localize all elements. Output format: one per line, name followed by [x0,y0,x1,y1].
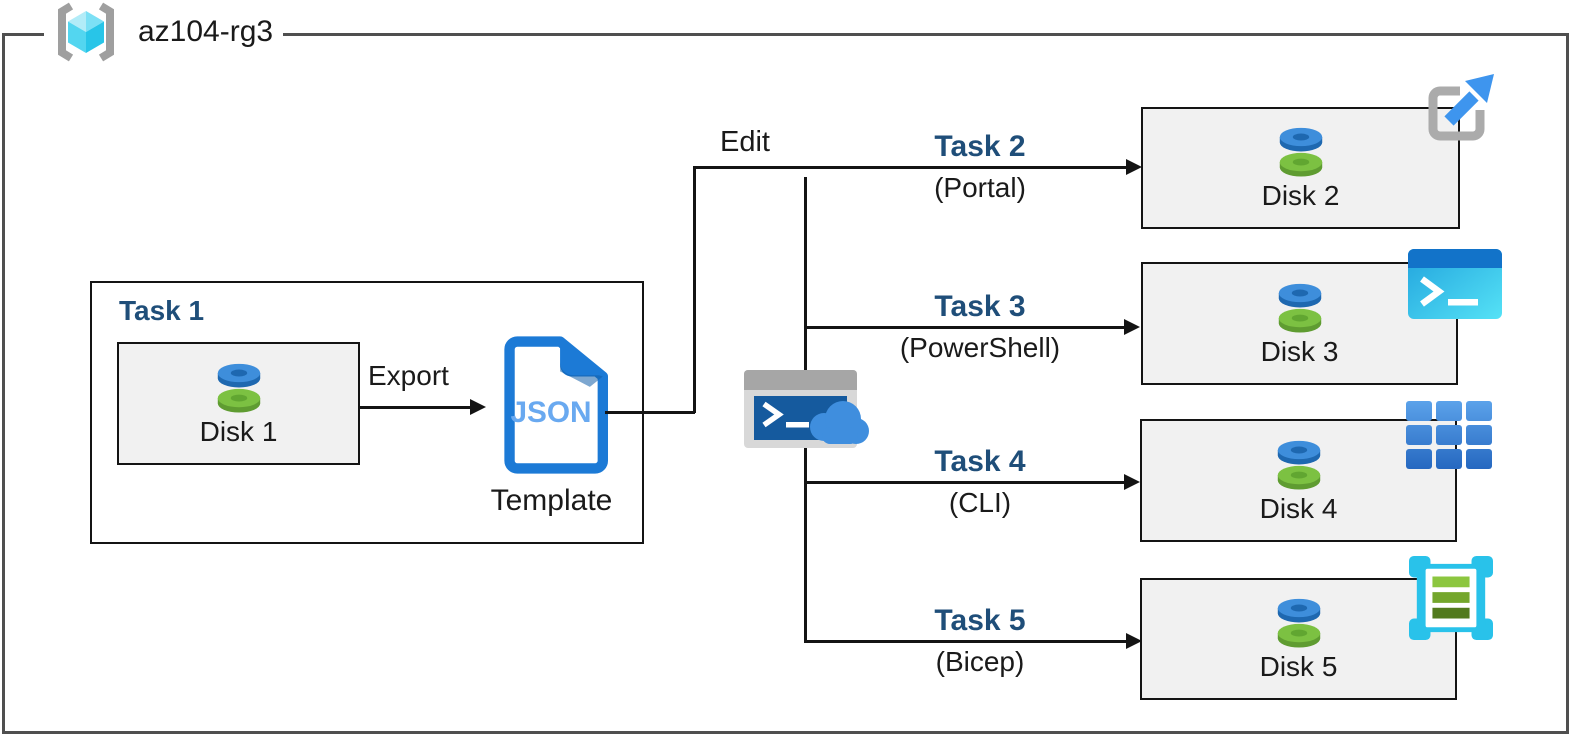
resource-group-name: az104-rg3 [138,15,274,48]
managed-disk-icon [1277,598,1320,648]
disk2-label: Disk 2 [1261,180,1340,211]
edit-label: Edit [720,126,770,158]
task5-title: Task 5 [934,604,1026,637]
disk4-box: Disk 4 [1140,419,1457,542]
disk3-label: Disk 3 [1260,335,1339,367]
task4-method: (CLI) [948,487,1012,518]
bicep-icon [1409,556,1493,640]
resource-group-icon [58,2,114,62]
task2-title: Task 2 [934,130,1026,163]
managed-disk-icon [1277,440,1320,490]
powershell-icon [1408,249,1502,319]
connector-task2-line [693,166,1128,169]
task5-arrowhead [1126,633,1142,649]
task4-title: Task 4 [934,445,1026,478]
disk1-label: Disk 1 [199,415,278,447]
task1-title: Task 1 [119,295,205,326]
json-template-icon: JSON [504,336,608,474]
resource-group-frame [2,33,1569,734]
connector-task3-line [804,326,1126,329]
disk3-box: Disk 3 [1141,262,1458,385]
connector-task5-line [804,640,1128,643]
disk5-box: Disk 5 [1140,578,1457,700]
template-label: Template [490,484,613,517]
connector-elbow-up [693,166,696,413]
connector-task1-out [605,411,695,414]
cli-icon [1406,401,1492,469]
task4-arrowhead [1124,474,1140,490]
task3-arrowhead [1124,319,1140,335]
task2-method: (Portal) [934,172,1026,203]
resource-group-chip: az104-rg3 [44,0,284,64]
managed-disk-icon [217,363,260,413]
export-label: Export [368,360,449,391]
disk5-label: Disk 5 [1259,651,1338,682]
task5-method: (Bicep) [935,646,1025,677]
disk2-box: Disk 2 [1141,107,1460,229]
disk4-label: Disk 4 [1259,492,1338,524]
json-icon-text: JSON [510,396,591,429]
task2-arrowhead [1126,159,1142,175]
export-connector-line [359,406,471,409]
managed-disk-icon [1279,127,1322,177]
export-arrowhead [470,399,486,415]
managed-disk-icon [1278,283,1321,333]
task3-method: (PowerShell) [899,332,1061,363]
cloud-shell-icon [744,370,869,448]
disk1-box: Disk 1 [117,342,360,465]
task3-title: Task 3 [934,290,1026,323]
connector-task4-line [804,481,1126,484]
azure-portal-icon [1428,74,1494,141]
